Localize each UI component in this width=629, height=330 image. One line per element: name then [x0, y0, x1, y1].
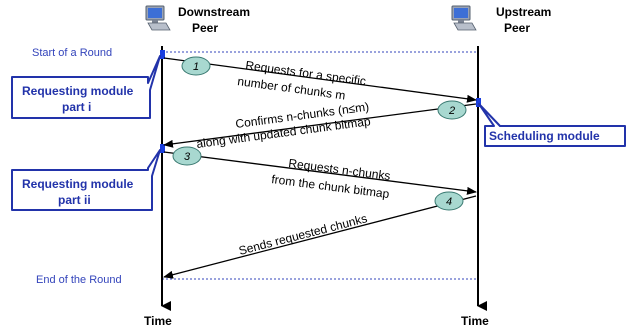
upstream-peer-title-line2: Peer: [504, 21, 530, 35]
upstream-peer-title-line1: Upstream: [496, 5, 551, 19]
downstream-peer-title-line2: Peer: [192, 21, 218, 35]
downstream-peer-title-line1: Downstream: [178, 5, 250, 19]
downstream-time-label: Time: [144, 314, 172, 328]
requesting-module-ii-line1: Requesting module: [22, 177, 134, 191]
step-badge-1: 1: [181, 56, 211, 76]
step-badge-2: 2: [437, 100, 467, 120]
message-arrow-4: [163, 195, 477, 279]
step-number-4: 4: [446, 196, 452, 208]
downstream-computer-icon: [145, 5, 171, 31]
message-arrow-2: [163, 103, 477, 148]
upstream-time-label: Time: [461, 314, 489, 328]
requesting-module-i-line1: Requesting module: [22, 84, 134, 98]
message-4-line1: Sends requested chunks: [237, 211, 368, 258]
scheduling-module-callout: Scheduling module: [478, 103, 626, 147]
requesting-i-marker: [160, 50, 165, 59]
step-number-1: 1: [193, 61, 199, 73]
message-arrow-1: [163, 57, 477, 103]
upstream-computer-icon: [451, 5, 477, 31]
requesting-module-i-callout: Requesting module part i: [11, 55, 161, 119]
step-badge-4: 4: [434, 191, 464, 211]
step-number-3: 3: [184, 151, 191, 163]
step-badge-3: 3: [172, 146, 202, 166]
step-number-2: 2: [448, 105, 455, 117]
requesting-ii-marker: [160, 144, 165, 153]
requesting-module-ii-line2: part ii: [58, 193, 91, 207]
requesting-module-i-line2: part i: [62, 100, 91, 114]
round-end-label: End of the Round: [36, 274, 122, 286]
message-arrow-3: [163, 151, 477, 195]
requesting-module-ii-callout: Requesting module part ii: [11, 149, 161, 211]
round-start-label: Start of a Round: [32, 47, 112, 59]
scheduling-module-label: Scheduling module: [489, 129, 600, 143]
scheduling-marker: [476, 98, 481, 107]
